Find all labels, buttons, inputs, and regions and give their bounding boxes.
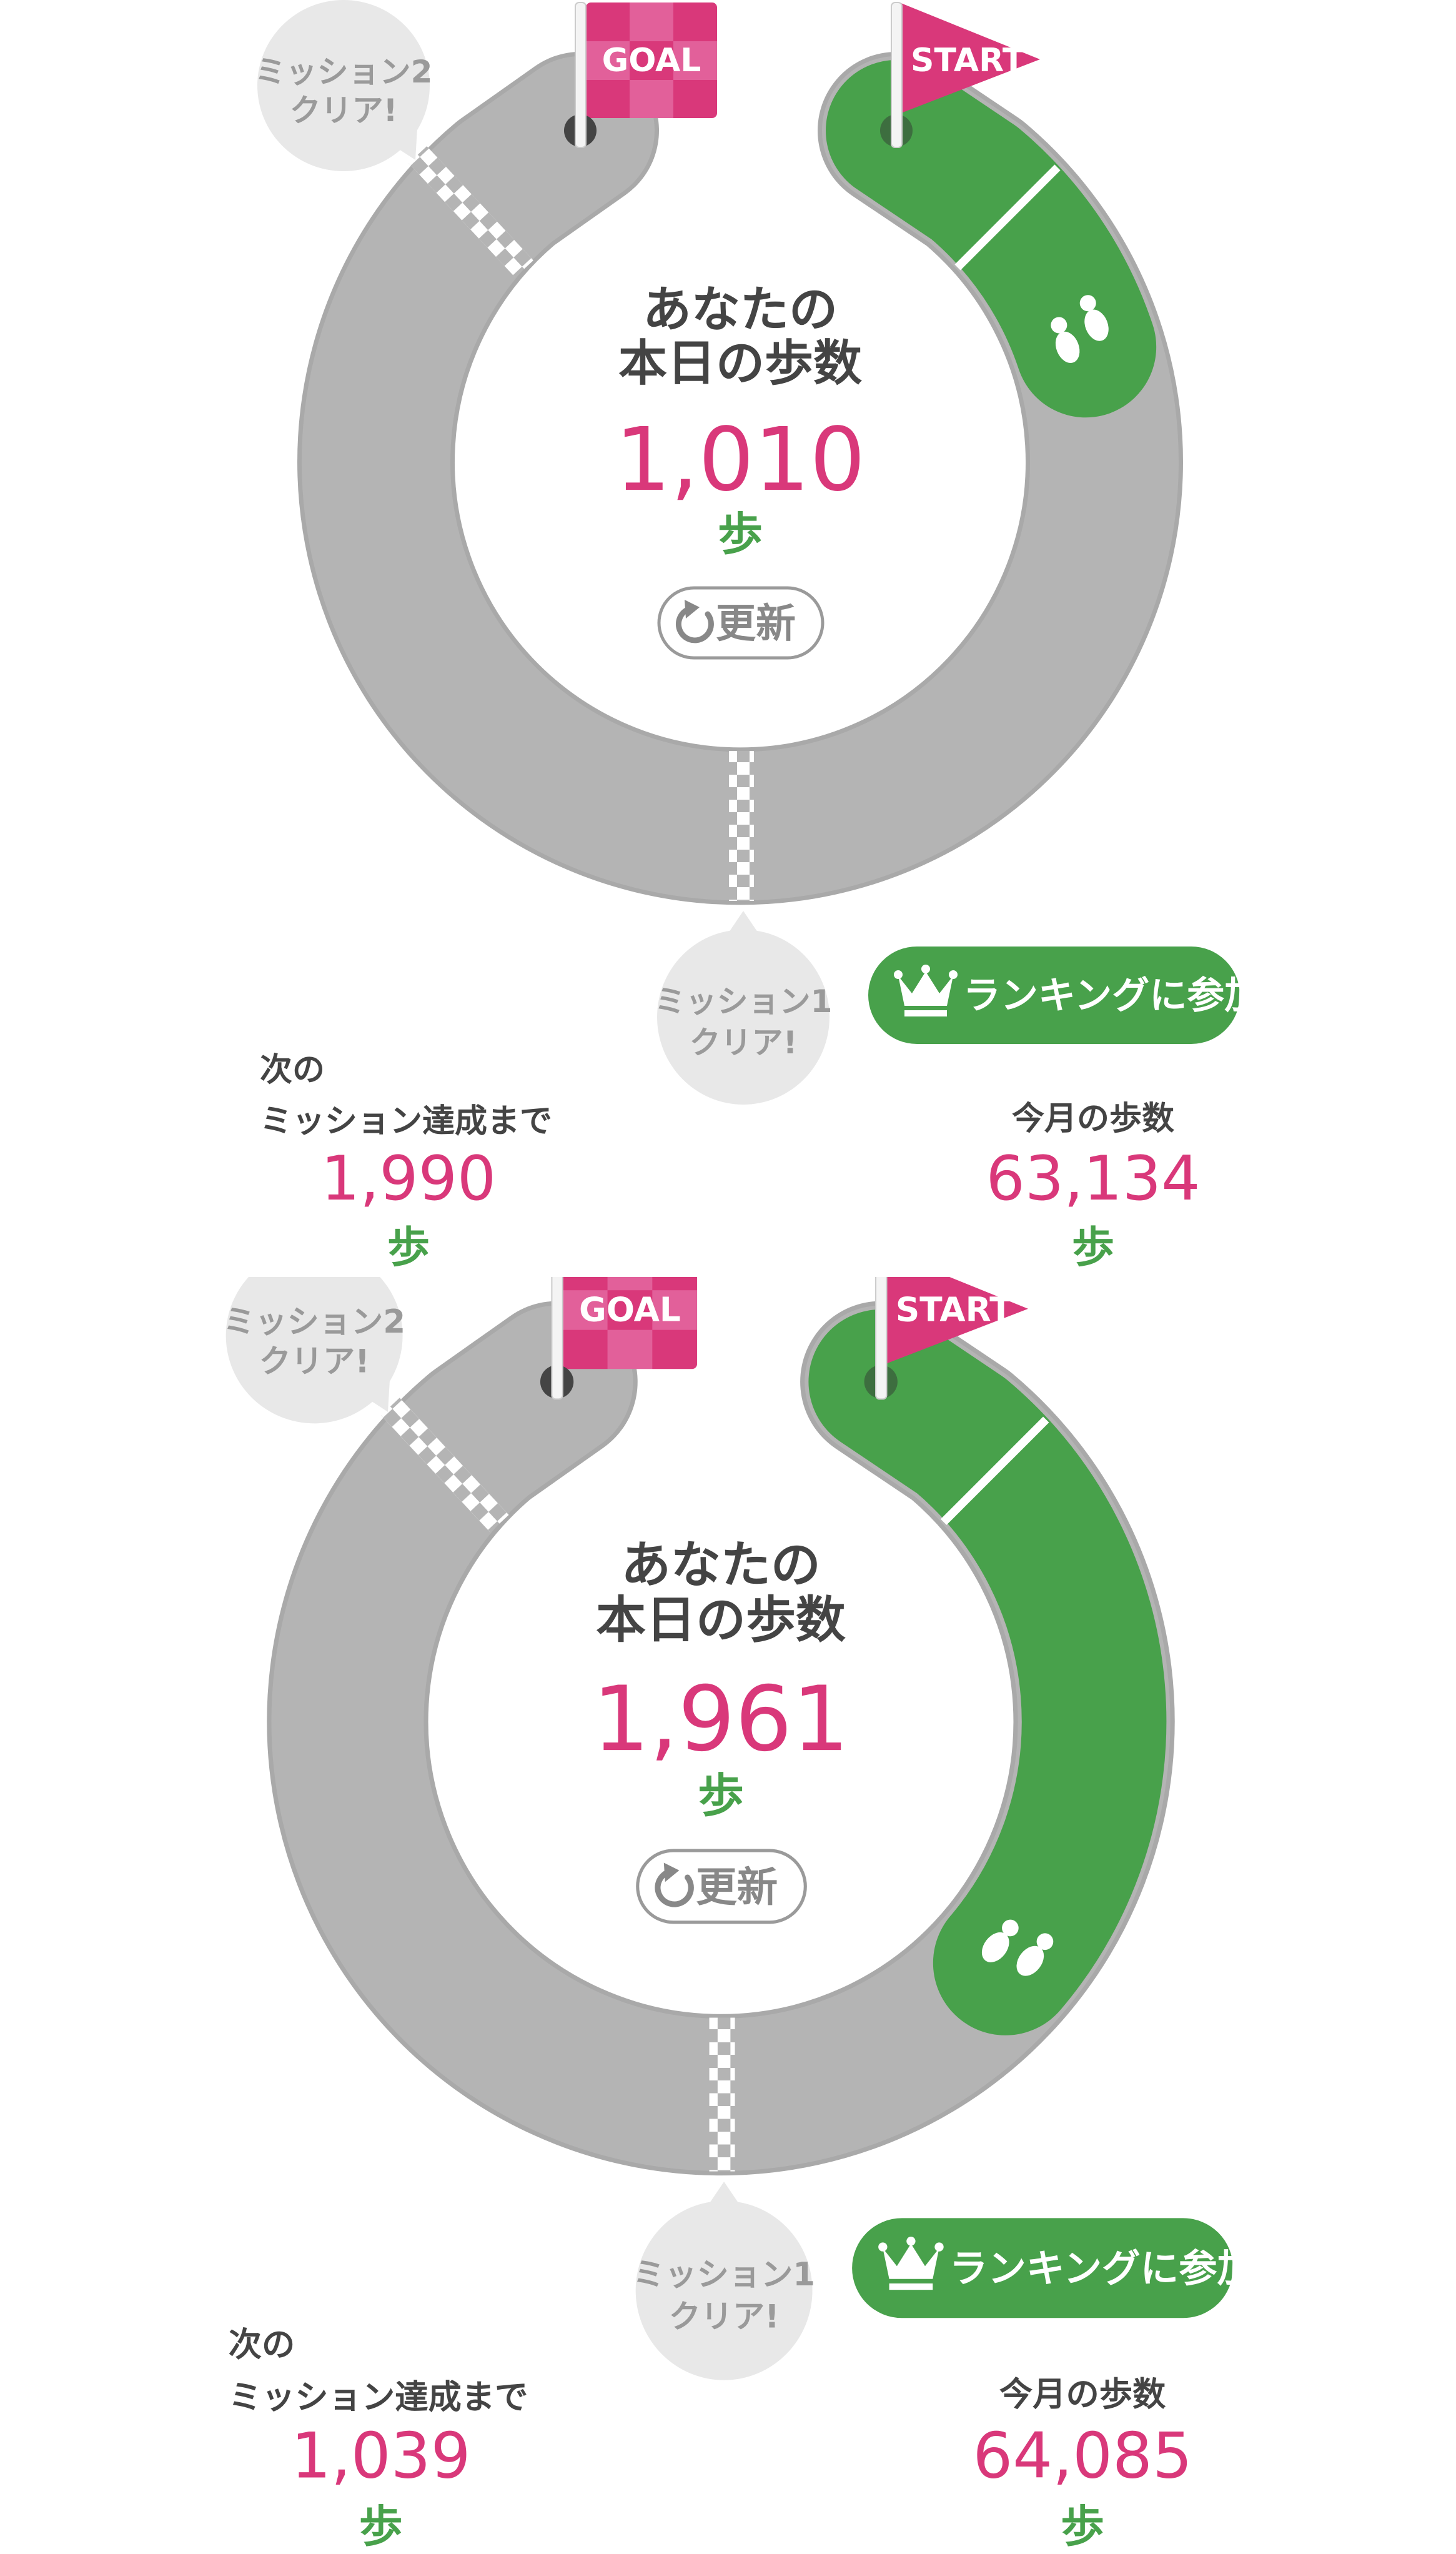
mission2-label-line2: クリア! <box>290 92 398 129</box>
next-mission-label-line1: 次の <box>260 1051 325 1089</box>
today-steps-unit: 歩 <box>718 508 763 560</box>
step-panel-2: GOAL START あなたの 本日の歩数 1,961 歩 更新 ミッション2 … <box>0 1277 1456 2554</box>
next-mission-label-line2: ミッション達成まで <box>229 2378 528 2417</box>
mission2-label-line1: ミッション2 <box>255 54 433 90</box>
refresh-button[interactable]: 更新 <box>636 1849 807 1924</box>
join-ranking-label: ランキングに参加 <box>949 2246 1255 2291</box>
month-steps-label: 今月の歩数 <box>1012 1100 1174 1138</box>
goal-flag: GOAL <box>540 1277 698 1400</box>
refresh-label: 更新 <box>696 1864 778 1911</box>
start-flag-label: START <box>896 1290 1013 1329</box>
next-mission-remaining: 1,039 <box>291 2420 471 2493</box>
start-line <box>940 1416 1049 1525</box>
next-mission-remaining: 1,990 <box>321 1143 497 1215</box>
month-steps-value: 63,134 <box>986 1143 1201 1215</box>
refresh-label: 更新 <box>716 601 796 647</box>
goal-flag-label: GOAL <box>579 1290 681 1329</box>
mission1-checker-line <box>709 2017 735 2172</box>
month-steps-unit: 歩 <box>1061 2502 1104 2552</box>
today-title-line2: 本日の歩数 <box>618 335 862 392</box>
mission1-label-line2: クリア! <box>690 1025 798 1061</box>
next-mission-label-line2: ミッション達成まで <box>260 1103 552 1140</box>
today-steps-value: 1,010 <box>615 409 866 511</box>
mission2-bubble: ミッション2 クリア! <box>223 1277 405 1424</box>
step-course-panel: GOAL START あなたの 本日の歩数 1,010 歩 更新 ミッション2 … <box>254 0 1262 1273</box>
today-title-line2: 本日の歩数 <box>596 1591 846 1649</box>
next-mission-label-line1: 次の <box>229 2325 295 2364</box>
refresh-icon <box>675 600 714 643</box>
refresh-icon <box>655 1862 694 1907</box>
month-steps-label: 今月の歩数 <box>999 2375 1166 2414</box>
join-ranking-button[interactable]: ランキングに参加 <box>852 2218 1255 2318</box>
next-mission-unit: 歩 <box>387 1223 430 1273</box>
footprints-icon <box>981 1919 1054 1976</box>
progress-track <box>275 1309 1167 2167</box>
mission2-label-line1: ミッション2 <box>223 1303 405 1341</box>
next-mission-unit: 歩 <box>359 2502 403 2552</box>
join-ranking-label: ランキングに参加 <box>963 974 1262 1018</box>
mission2-bubble: ミッション2 クリア! <box>255 0 433 171</box>
mission1-bubble: ミッション1 クリア! <box>633 2181 815 2380</box>
goal-flag: GOAL <box>564 2 717 148</box>
today-title-line1: あなたの <box>621 1536 821 1594</box>
today-steps-value: 1,961 <box>593 1667 849 1771</box>
step-panel-1: GOAL START あなたの 本日の歩数 1,010 歩 更新 ミッション2 … <box>254 0 1262 1273</box>
join-ranking-button[interactable]: ランキングに参加 <box>868 947 1262 1044</box>
mission1-label-line1: ミッション1 <box>655 983 833 1020</box>
mission1-checker-line <box>729 751 754 901</box>
mission1-label-line2: クリア! <box>669 2298 780 2336</box>
mission1-label-line1: ミッション1 <box>633 2256 815 2293</box>
start-flag: START <box>864 1277 1028 1400</box>
goal-flag-label: GOAL <box>602 42 701 79</box>
start-flag-label: START <box>911 42 1025 79</box>
mission2-checker-line <box>380 1398 509 1533</box>
month-steps-value: 64,085 <box>973 2420 1192 2493</box>
mission1-bubble: ミッション1 クリア! <box>655 911 833 1105</box>
step-course-panel: GOAL START あなたの 本日の歩数 1,961 歩 更新 ミッション2 … <box>223 1277 1255 2552</box>
today-title-line1: あなたの <box>643 282 838 338</box>
crown-icon <box>878 2237 944 2290</box>
start-flag: START <box>880 2 1040 148</box>
today-steps-unit: 歩 <box>698 1770 744 1823</box>
start-line <box>954 164 1061 271</box>
mission2-checker-line <box>409 146 533 278</box>
month-steps-unit: 歩 <box>1072 1223 1114 1273</box>
footprints-icon <box>1051 295 1109 363</box>
mission2-label-line2: クリア! <box>259 1343 370 1380</box>
crown-icon <box>894 965 958 1016</box>
refresh-button[interactable]: 更新 <box>657 586 825 660</box>
